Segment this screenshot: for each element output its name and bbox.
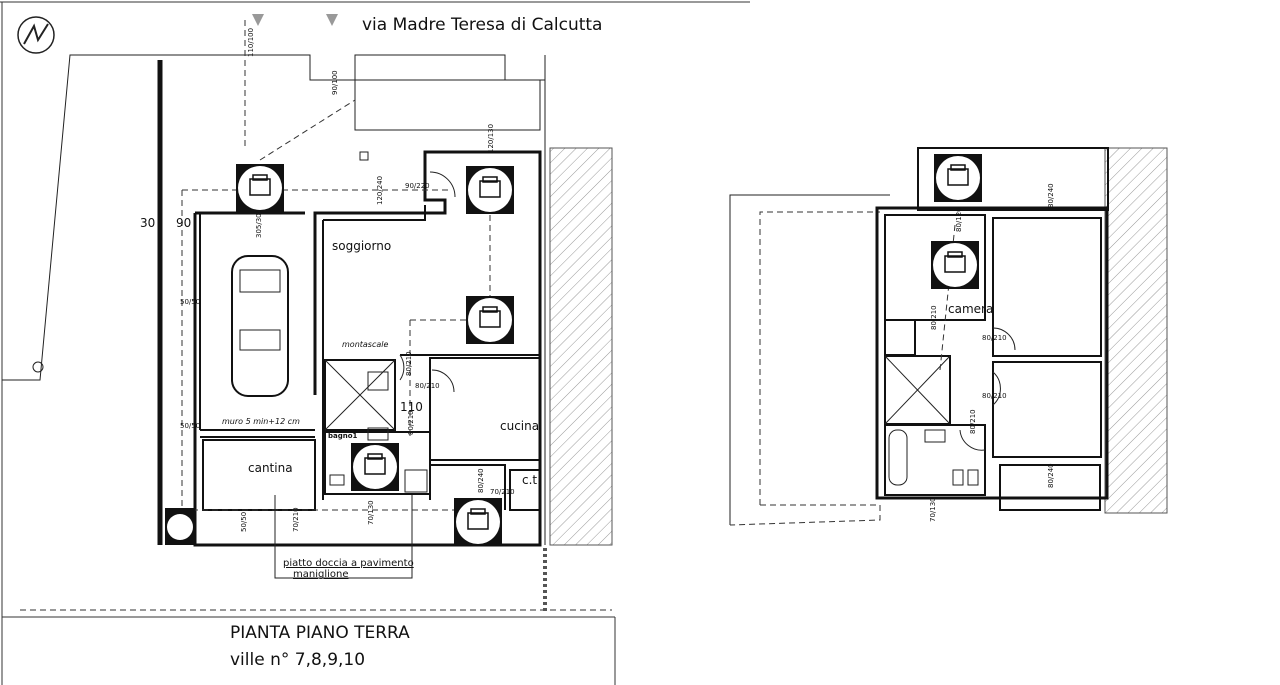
dim-door-entry: 90/220: [405, 182, 430, 190]
ground-floor-plan: [2, 20, 613, 612]
entry-arrow-icon: [252, 14, 264, 26]
dim-win-back: 80/240: [477, 468, 485, 493]
room-ct: c.t: [522, 473, 537, 487]
dim-gate-small: 90/100: [331, 70, 339, 95]
north-arrow-icon: [17, 16, 55, 54]
dim-upper-win-bottom: 80/240: [1047, 463, 1055, 488]
dim-upper-win-top: 80/240: [1047, 183, 1055, 208]
dim-door-cucina: 80/210: [415, 382, 440, 390]
room-cantina: cantina: [248, 461, 293, 475]
dim-win-right: 120/130: [487, 124, 495, 153]
upper-floor-plan: [729, 147, 1168, 526]
dim-side1: 50/50: [180, 298, 200, 306]
room-bagno: bagno1: [328, 432, 358, 440]
dim-ct-door: 70/210: [490, 488, 515, 496]
entry-arrow-icon: [326, 14, 338, 26]
room-camera: camera: [948, 302, 993, 316]
room-cucina: cucina: [500, 419, 539, 433]
note-muro: muro 5 min+12 cm: [222, 417, 300, 426]
plan-subtitle: ville n° 7,8,9,10: [230, 650, 365, 670]
dim-cantina-win: 50/50: [240, 512, 248, 532]
dim-door-bagno: 80/210: [407, 410, 415, 435]
dim-upper-win-bagno: 80/120: [955, 207, 963, 232]
dim-30: 30: [140, 216, 155, 230]
dim-90: 90: [176, 216, 191, 230]
dim-win-top: 120/240: [376, 176, 384, 205]
note-doccia: piatto doccia a pavimento: [283, 558, 414, 569]
dim-upper-door-bath: 80/210: [969, 409, 977, 434]
room-soggiorno: soggiorno: [332, 239, 391, 253]
dim-side2: 50/50: [180, 422, 200, 430]
dim-door1: 80/210: [982, 334, 1007, 342]
dim-upper-door-camera: 80/210: [930, 305, 938, 330]
note-montascale: montascale: [342, 340, 388, 349]
street-name: via Madre Teresa di Calcutta: [362, 15, 602, 35]
dim-110: 110: [400, 400, 423, 414]
dim-bagno-win: 70/130: [367, 500, 375, 525]
plan-title: PIANTA PIANO TERRA: [230, 623, 410, 643]
dim-door-stair: 80/210: [405, 351, 413, 376]
dim-cantina-door: 70/210: [292, 507, 300, 532]
dim-gate-top: 110/100: [247, 28, 255, 57]
dim-garage-door: 305/30: [255, 213, 263, 238]
dim-upper-win-bath: 70/130: [929, 497, 937, 522]
note-maniglione: maniglione: [293, 569, 349, 580]
dim-door2: 80/210: [982, 392, 1007, 400]
